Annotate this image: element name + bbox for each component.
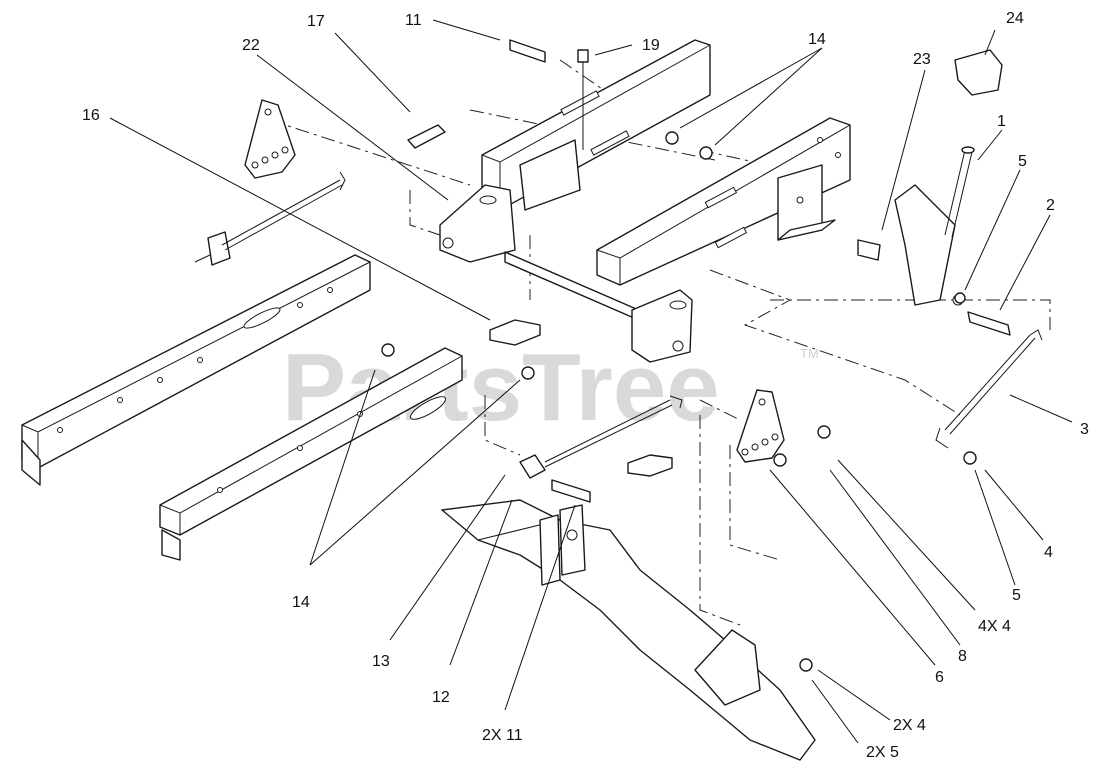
callout-2x5: 2X 5 (866, 744, 899, 761)
control-rod (935, 329, 1043, 449)
right-frame-channel (596, 117, 851, 286)
callout-6: 6 (935, 669, 944, 686)
callout-3: 3 (1080, 421, 1089, 438)
callout-11: 11 (405, 12, 422, 29)
lower-left-rail (159, 347, 463, 561)
callout-2x4: 2X 4 (893, 717, 926, 734)
top-frame-channel (481, 39, 711, 211)
callout-19: 19 (642, 37, 660, 54)
callout-22: 22 (242, 37, 260, 54)
callout-2x11: 2X 11 (482, 727, 523, 744)
callouts: 16 17 22 11 19 14 23 24 1 5 2 3 4 5 4X 4… (82, 10, 1089, 761)
left-link-rod (194, 171, 346, 266)
callout-8: 8 (958, 648, 967, 665)
lift-lever-assembly (857, 49, 1011, 336)
callout-5-lower: 5 (1012, 587, 1021, 604)
center-lines (269, 59, 1051, 626)
callout-1: 1 (997, 113, 1006, 130)
height-plate-left (244, 99, 296, 179)
callout-2: 2 (1046, 197, 1055, 214)
callout-5-right: 5 (1018, 153, 1027, 170)
callout-16: 16 (82, 107, 100, 124)
callout-23: 23 (913, 51, 931, 68)
lower-link-rod (519, 395, 683, 503)
hardware (381, 39, 977, 672)
mounting-bracket (777, 164, 836, 241)
callout-4: 4 (1044, 544, 1053, 561)
callout-24: 24 (1006, 10, 1024, 27)
callout-4x4: 4X 4 (978, 618, 1011, 635)
cross-shaft-assembly (439, 184, 693, 363)
callout-14-bottom: 14 (292, 594, 310, 611)
callout-12: 12 (432, 689, 450, 706)
callout-14-top: 14 (808, 31, 826, 48)
deck-lift-arm (441, 499, 816, 761)
height-plate-right (736, 389, 785, 463)
left-frame-rail (21, 254, 371, 486)
watermark-trademark: TM (800, 346, 819, 361)
callout-17: 17 (307, 13, 325, 30)
leader-lines (109, 19, 1073, 744)
callout-13: 13 (372, 653, 390, 670)
